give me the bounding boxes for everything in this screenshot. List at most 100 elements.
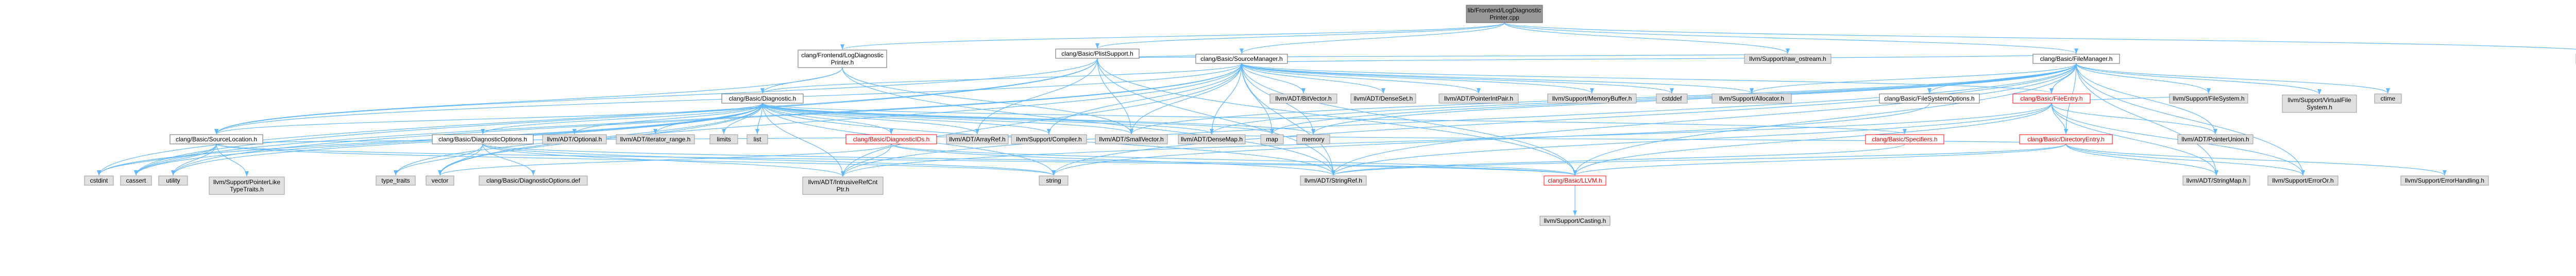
node-plistsupport[interactable]: clang/Basic/PlistSupport.h xyxy=(1055,48,1140,59)
edge-specifiers-to-stringref xyxy=(1331,143,1905,176)
node-filemanager[interactable]: clang/Basic/FileManager.h xyxy=(2032,54,2120,64)
edge-diagnostic-to-arrayref xyxy=(762,103,979,135)
node-vector-label-0: vector xyxy=(432,177,449,184)
edge-filemanager-to-filesystemoptions xyxy=(1927,63,2077,94)
node-root-box xyxy=(1466,5,1543,23)
node-filesystemoptions[interactable]: clang/Basic/FileSystemOptions.h xyxy=(1879,93,1980,104)
edge-diagnosticoptions-to-llvmh xyxy=(482,143,1577,176)
node-pointerintpair-box xyxy=(1438,93,1519,104)
node-diagnosticoptions-label-0: clang/Basic/DiagnosticOptions.h xyxy=(438,136,527,143)
node-smallvector: llvm/ADT/SmallVector.h xyxy=(1095,134,1168,144)
edge-diagnostic-to-list xyxy=(755,103,763,135)
edge-sourcemanager-to-bitvector xyxy=(1241,63,1306,94)
node-plistsupport-label-0: clang/Basic/PlistSupport.h xyxy=(1061,50,1133,57)
node-type_traits-box xyxy=(376,175,416,186)
node-pointerliketypetraits-box xyxy=(209,176,285,195)
node-erroror-box xyxy=(2267,175,2338,186)
node-bitvector: llvm/ADT/BitVector.h xyxy=(1269,93,1337,104)
node-diagnostic-box xyxy=(721,93,804,104)
node-pointerunion-box xyxy=(2177,134,2253,144)
node-virtualfilesystem-label-0: llvm/Support/VirtualFile xyxy=(2287,96,2351,104)
node-specifiers[interactable]: clang/Basic/Specifiers.h xyxy=(1865,134,1944,144)
node-specifiers-box xyxy=(1865,134,1944,144)
node-diagnostic-label-0: clang/Basic/Diagnostic.h xyxy=(729,95,796,102)
node-adtoptional-label-0: llvm/ADT/Optional.h xyxy=(547,136,602,143)
edge-logdiagprinter-to-stringref xyxy=(842,67,1335,176)
node-cstddef: cstddef xyxy=(1656,93,1688,104)
edge-plistsupport-to-cstdint xyxy=(97,58,1098,176)
edge-sourcelocation-to-string xyxy=(216,143,1056,176)
node-sourcelocation[interactable]: clang/Basic/SourceLocation.h xyxy=(170,134,263,144)
node-utility-box xyxy=(158,175,188,186)
node-logdiagprinter-label-1: Printer.h xyxy=(831,59,854,66)
edge-sourcemanager-to-vector xyxy=(438,63,1242,176)
node-allocator-label-0: llvm/Support/Allocator.h xyxy=(1719,95,1784,102)
edge-filemanager-to-densemap xyxy=(1210,63,2077,135)
node-virtualfilesystem-label-1: System.h xyxy=(2307,104,2332,111)
node-densemap-box xyxy=(1178,134,1246,144)
node-string-label-0: string xyxy=(1046,177,1061,184)
node-sourcemanager[interactable]: clang/Basic/SourceManager.h xyxy=(1195,54,1288,64)
node-compiler-label-0: llvm/Support/Compiler.h xyxy=(1016,136,1081,143)
node-pointerunion-label-0: llvm/ADT/PointerUnion.h xyxy=(2181,136,2249,143)
node-diagnosticoptions[interactable]: clang/Basic/DiagnosticOptions.h xyxy=(432,134,534,144)
node-cstdint: cstdint xyxy=(84,175,114,186)
edge-sourcelocation-to-llvmh xyxy=(216,143,1577,176)
node-logdiagprinter-label-0: clang/Frontend/LogDiagnostic xyxy=(801,52,883,59)
edge-filemanager-to-stringref xyxy=(1331,63,2077,176)
edge-filemanager-to-virtualfilesystem xyxy=(2076,63,2321,95)
node-fileentry[interactable]: clang/Basic/FileEntry.h xyxy=(2012,93,2091,104)
node-diagnosticoptionsdef-box xyxy=(479,175,588,186)
edge-sourcelocation-to-utility xyxy=(171,143,217,176)
node-stringmap-box xyxy=(2182,175,2250,186)
edge-diagnosticids-to-stringref xyxy=(891,143,1335,176)
node-iteratorrange-box xyxy=(616,134,695,144)
edge-filemanager-to-stringmap xyxy=(2076,63,2218,176)
edge-sourcelocation-to-pointerliketypetraits xyxy=(216,143,249,177)
edge-root-to-raw_ostream xyxy=(1504,22,1790,54)
edge-root-to-sourcemanager xyxy=(1240,22,1505,54)
node-llvmh[interactable]: clang/Basic/LLVM.h xyxy=(1544,175,1606,186)
node-directoryentry[interactable]: clang/Basic/DirectoryEntry.h xyxy=(2019,134,2113,144)
node-errorhandling-box xyxy=(2400,175,2489,186)
node-diagnosticids[interactable]: clang/Basic/DiagnosticIDs.h xyxy=(845,134,937,144)
node-pointerliketypetraits-label-0: llvm/Support/PointerLike xyxy=(213,178,280,186)
edge-fileentry-to-stringmap xyxy=(2051,103,2218,176)
node-pointerunion: llvm/ADT/PointerUnion.h xyxy=(2177,134,2253,144)
node-erroror-label-0: llvm/Support/ErrorOr.h xyxy=(2272,177,2333,184)
node-memorybuffer-box xyxy=(1547,93,1637,104)
edge-directoryentry-to-stringmap xyxy=(2065,143,2218,176)
edge-diagnostic-to-smallvector xyxy=(762,103,1133,135)
edge-diagnostic-to-cstdint xyxy=(97,103,763,176)
node-smallvector-box xyxy=(1095,134,1168,144)
edge-diagnosticids-to-llvmh xyxy=(891,143,1577,176)
node-raw_ostream-label-0: llvm/Support/raw_ostream.h xyxy=(1749,55,1826,62)
edge-plistsupport-to-arrayref xyxy=(975,58,1098,135)
edge-filemanager-to-supportfilesystem xyxy=(2076,63,2211,94)
edge-directoryentry-to-erroror xyxy=(2065,143,2305,176)
edge-fileentry-to-intrusiverefcntptr xyxy=(841,103,2052,177)
node-diagnostic[interactable]: clang/Basic/Diagnostic.h xyxy=(721,93,804,104)
node-type_traits: type_traits xyxy=(376,175,416,186)
node-utility-label-0: utility xyxy=(166,177,180,184)
edge-sourcemanager-to-stringref xyxy=(1241,63,1335,176)
edge-diagnostic-to-limits xyxy=(722,103,763,135)
edge-filemanager-to-ctime xyxy=(2076,63,2390,94)
node-adtoptional: llvm/ADT/Optional.h xyxy=(542,134,607,144)
node-errorhandling-label-0: llvm/Support/ErrorHandling.h xyxy=(2405,177,2484,184)
edge-diagnosticoptions-to-type_traits xyxy=(394,143,483,176)
node-filemanager-box xyxy=(2032,54,2120,64)
node-limits: limits xyxy=(709,134,738,144)
node-densemap-label-0: llvm/ADT/DenseMap.h xyxy=(1181,136,1243,143)
node-supportfilesystem: llvm/Support/FileSystem.h xyxy=(2169,93,2248,104)
node-diagnosticids-box xyxy=(845,134,937,144)
node-cstdint-box xyxy=(84,175,114,186)
node-sourcemanager-box xyxy=(1195,54,1288,64)
edge-filemanager-to-intrusiverefcntptr xyxy=(841,63,2077,177)
node-pointerintpair-label-0: llvm/ADT/PointerIntPair.h xyxy=(1444,95,1513,102)
nodes-layer: lib/Frontend/LogDiagnosticPrinter.cppcla… xyxy=(84,5,2576,226)
node-casting-box xyxy=(1539,216,1611,226)
